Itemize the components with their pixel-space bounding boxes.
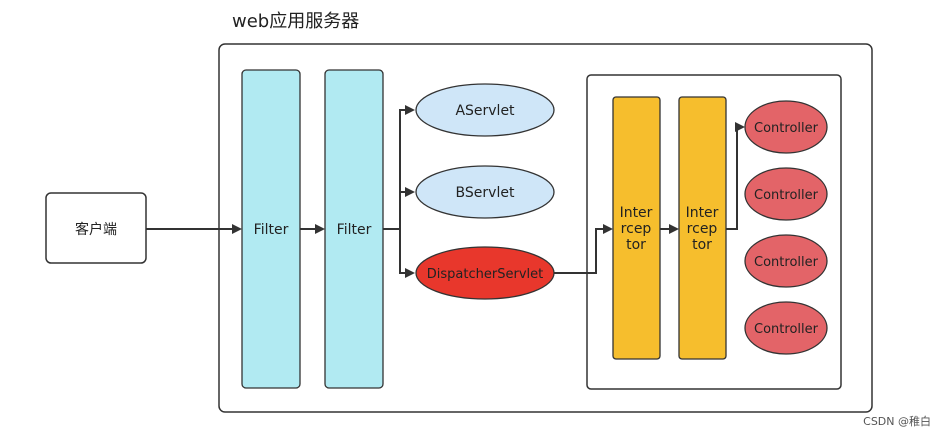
interceptor-2-line-1: Inter: [686, 205, 719, 221]
arrow-interceptor-to-controller: [726, 122, 745, 230]
interceptor-1-line-1: Inter: [620, 205, 653, 221]
interceptor-2-line-2: rcep: [687, 221, 718, 237]
aservlet-node: [415, 83, 555, 137]
controller-1: [744, 100, 828, 154]
interceptor-1-line-3: tor: [626, 237, 646, 253]
aservlet-label: AServlet: [455, 103, 515, 119]
controller-4-label: Controller: [754, 322, 819, 337]
interceptor-2-line-3: tor: [692, 237, 712, 253]
bservlet-node: [415, 165, 555, 219]
controller-2: [744, 167, 828, 221]
controller-4: [744, 301, 828, 355]
controller-2-label: Controller: [754, 188, 819, 203]
filter-1-label: Filter: [254, 222, 289, 238]
arrow-dispatcher-to-interceptor: [554, 224, 613, 274]
controller-1-label: Controller: [754, 121, 819, 136]
filter-2-label: Filter: [337, 222, 372, 238]
interceptor-1-line-2: rcep: [621, 221, 652, 237]
controller-3: [744, 234, 828, 288]
arrow-filter-to-dispatcher: [399, 229, 415, 278]
diagram-title: web应用服务器: [232, 11, 359, 32]
bservlet-label: BServlet: [456, 185, 515, 201]
watermark: CSDN @稚白: [863, 414, 931, 428]
controller-3-label: Controller: [754, 255, 819, 270]
arrow-filter-to-aservlet: [383, 105, 415, 230]
dispatcher-servlet-label: DispatcherServlet: [427, 267, 543, 282]
client-label: 客户端: [75, 221, 117, 238]
